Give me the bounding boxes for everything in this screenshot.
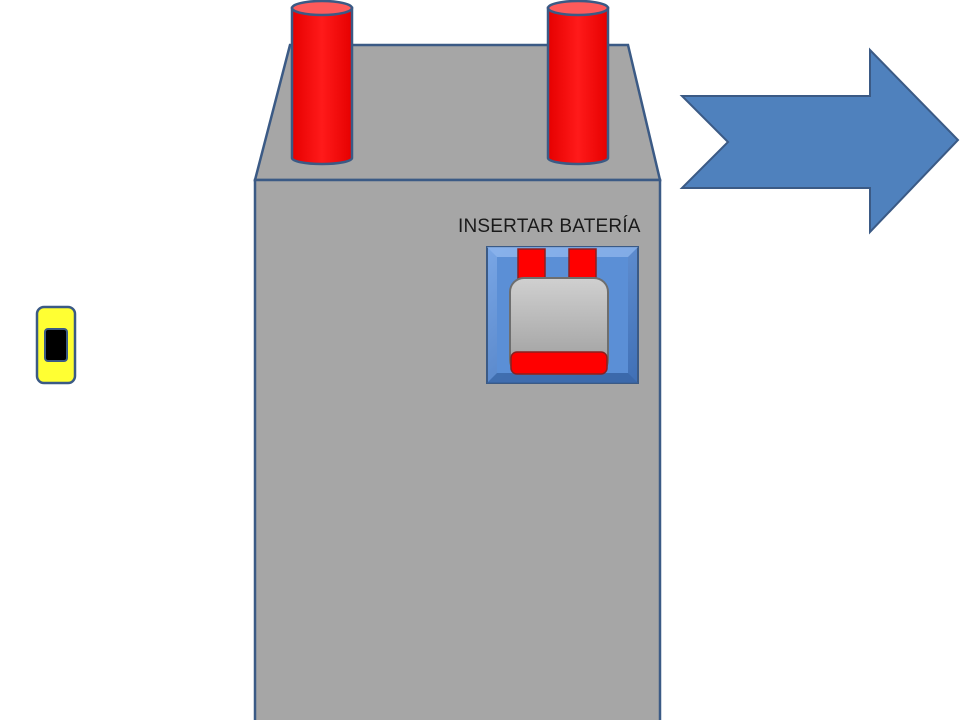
battery-slot[interactable] — [486, 246, 639, 384]
left-chimney — [290, 0, 354, 166]
right-arrow-icon[interactable] — [679, 47, 960, 235]
battery-icon[interactable] — [35, 305, 77, 385]
insert-battery-label: INSERTAR BATERÍA — [458, 216, 641, 237]
right-chimney — [546, 0, 610, 166]
